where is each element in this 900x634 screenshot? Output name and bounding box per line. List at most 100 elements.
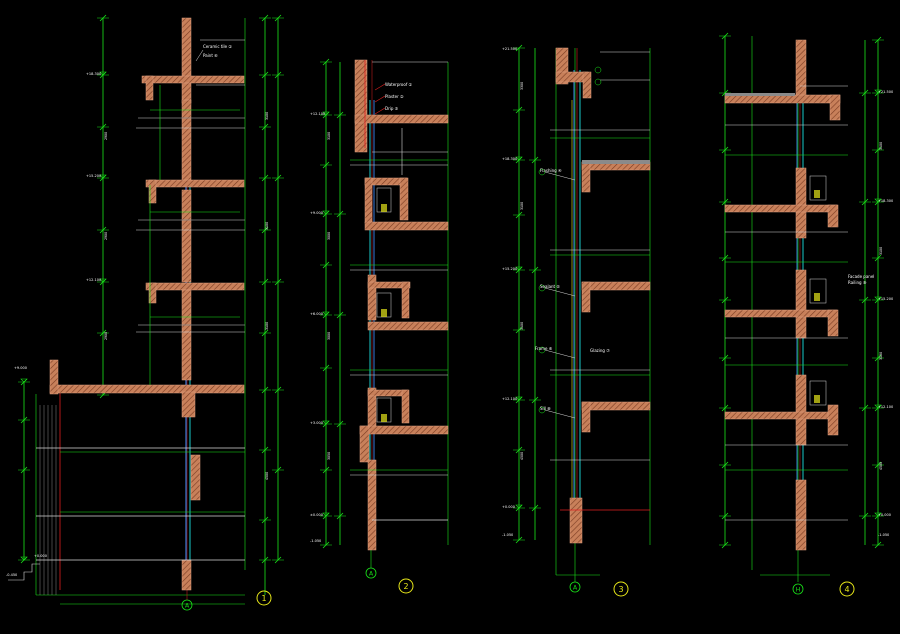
floor-slab xyxy=(141,75,245,84)
leader-line xyxy=(374,83,386,115)
section-label-3-text: 3 xyxy=(618,585,623,594)
window-frame xyxy=(809,278,827,304)
level-marker xyxy=(515,396,523,401)
floor-slab xyxy=(724,309,838,318)
leader-line xyxy=(544,409,576,419)
level-label: -0.450 xyxy=(6,573,17,577)
concrete-wall xyxy=(49,359,59,395)
stair-steps xyxy=(8,563,40,581)
concrete-wall xyxy=(581,161,591,193)
concrete-wall xyxy=(399,177,409,221)
floor-slab xyxy=(367,281,411,289)
level-label: +6.000 xyxy=(310,312,323,316)
roof-membrane xyxy=(582,160,650,164)
level-label: ±0.000 xyxy=(310,513,323,517)
floor-slab xyxy=(145,179,245,188)
level-label: +9.000 xyxy=(14,366,27,370)
level-marker xyxy=(874,404,882,409)
concrete-wall xyxy=(367,459,377,551)
floor-slab xyxy=(367,321,449,331)
callouts-section-2: Waterproof ① Plaster ② Drip ③ xyxy=(385,82,412,111)
axis-bubble-3-text: A xyxy=(573,585,578,592)
floor-slab xyxy=(359,425,449,435)
dimension-text: 3100 xyxy=(520,322,524,330)
callout-text: Frame ⑥ xyxy=(535,346,553,351)
floor-slab xyxy=(354,114,449,124)
level-label: +0.000 xyxy=(878,513,891,517)
concrete-wall xyxy=(181,391,196,418)
level-marker xyxy=(99,278,107,283)
floor-slab xyxy=(364,221,449,231)
dimension-text: 3000 xyxy=(327,232,331,240)
level-marker xyxy=(874,296,882,301)
dimension-text: 3100 xyxy=(879,142,883,150)
level-label: +0.000 xyxy=(502,505,515,509)
window-sill xyxy=(381,414,387,422)
callout-text: Railing ⑨ xyxy=(848,280,867,285)
level-marker xyxy=(99,174,107,179)
level-marker xyxy=(322,512,330,517)
level-label: -1.050 xyxy=(502,533,513,537)
concrete-wall xyxy=(181,17,192,104)
dimension-text: 3300 xyxy=(520,82,524,90)
level-marker xyxy=(322,311,330,316)
roof-membrane xyxy=(725,93,795,96)
concrete-wall xyxy=(795,479,807,551)
section-label-3: 3 xyxy=(613,581,629,597)
dimension-text: 3100 xyxy=(327,132,331,140)
section-label-2-text: 2 xyxy=(403,582,408,591)
level-marker xyxy=(20,378,28,383)
concrete-wall xyxy=(367,274,377,321)
callout-bubble xyxy=(594,78,602,86)
leader-line xyxy=(544,287,576,297)
concrete-wall xyxy=(569,497,583,544)
level-marker xyxy=(874,198,882,203)
callout-text: Waterproof ① xyxy=(385,82,412,87)
section-label-2: 2 xyxy=(398,578,414,594)
axis-bubble-1-text: A xyxy=(185,603,190,610)
dimension-text: 3100 xyxy=(265,222,269,230)
level-marker xyxy=(874,89,882,94)
section-label-1-text: 1 xyxy=(261,594,266,603)
concrete-wall xyxy=(401,389,410,424)
window-sill xyxy=(814,293,820,301)
level-marker xyxy=(322,210,330,215)
concrete-wall xyxy=(795,374,807,446)
floor-slab xyxy=(724,204,838,213)
level-marker xyxy=(322,111,330,116)
window-sill xyxy=(814,395,820,403)
level-label: +15.200 xyxy=(502,267,517,271)
level-label: +12.100 xyxy=(86,278,101,282)
concrete-wall xyxy=(795,269,807,339)
level-label: +18.300 xyxy=(878,199,893,203)
concrete-wall xyxy=(364,177,373,224)
section-label-1: 1 xyxy=(256,590,272,606)
concrete-wall xyxy=(795,39,807,101)
callout-text: Sealant ⑤ xyxy=(540,284,560,289)
level-label: -1.050 xyxy=(878,533,889,537)
axis-bubble-1: A xyxy=(181,599,193,611)
floor-slab xyxy=(724,94,841,104)
floor-slab xyxy=(724,411,838,420)
concrete-wall xyxy=(354,59,368,153)
concrete-wall xyxy=(827,309,839,337)
concrete-wall xyxy=(827,204,839,228)
leader-line xyxy=(544,349,576,359)
axis-bubble-2-text: A xyxy=(369,571,374,578)
floor-slab xyxy=(581,281,651,291)
concrete-wall xyxy=(401,281,410,319)
level-label: -1.050 xyxy=(310,539,321,543)
callout-text: Flashing ④ xyxy=(540,168,562,173)
dimension-text: 3050 xyxy=(327,452,331,460)
callout-text: Paint ⑥ xyxy=(203,53,218,58)
callouts-section-3: Flashing ④ Sealant ⑤ Frame ⑥ Glazing ⑦ S… xyxy=(535,168,610,411)
callout-text: Plaster ② xyxy=(385,94,404,99)
level-marker xyxy=(515,504,523,509)
concrete-wall xyxy=(582,71,592,99)
window-frame xyxy=(809,175,827,201)
dimension-text: 4500 xyxy=(879,462,883,470)
